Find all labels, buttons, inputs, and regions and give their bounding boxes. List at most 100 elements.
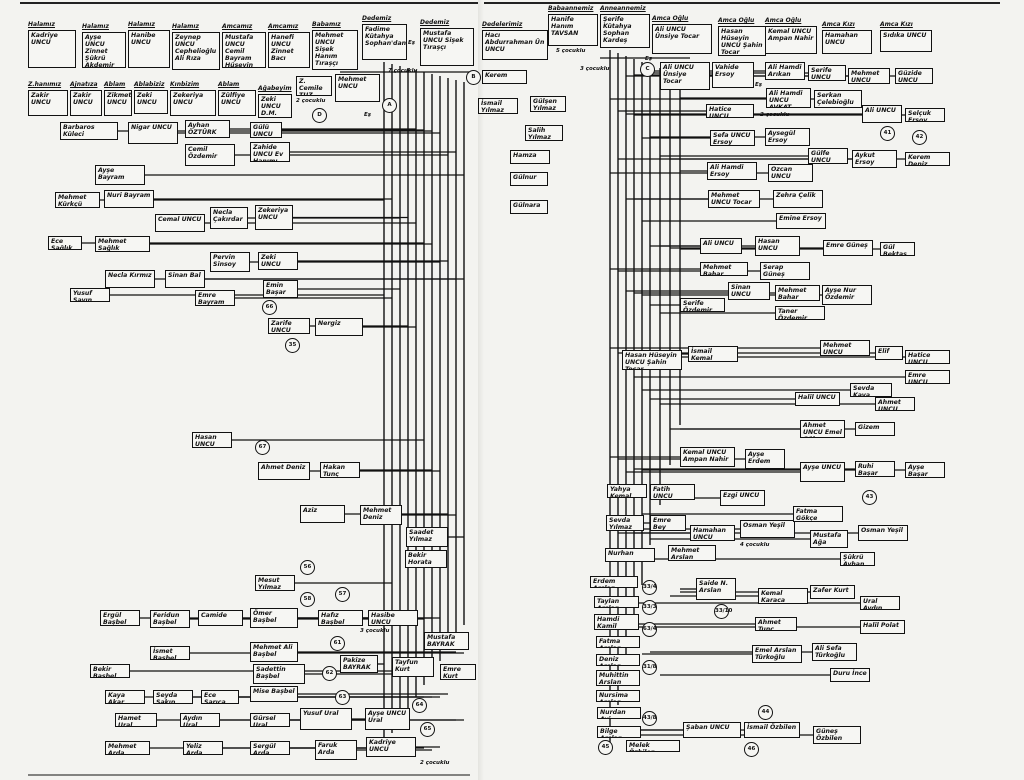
relation-label: Babamız xyxy=(312,21,341,28)
person-box: Feridun Başbel xyxy=(150,610,190,628)
person-box: Hacı Abdurrahman Ün UNCU xyxy=(482,30,548,60)
person-box: Hamdi Kamil Arslan xyxy=(594,614,639,630)
relation-label: Amca Oğlu xyxy=(718,17,755,24)
person-box: Taner Özdemir xyxy=(775,306,825,320)
person-box: Hanibe UNCU xyxy=(128,30,170,68)
person-box: Zafer Kurt xyxy=(810,585,855,599)
person-box: Saide N. Arslan xyxy=(696,578,736,600)
person-box: Ali Sefa Türkoğlu xyxy=(812,643,857,661)
person-box: Seyda Sakıp xyxy=(153,690,193,704)
person-box: Gülfe UNCU xyxy=(808,148,848,164)
person-box: Mustafa UNCU Cemil Bayram Hüseyin Zeki xyxy=(222,32,266,68)
person-box: Sefa UNCU Ersoy xyxy=(710,130,755,146)
person-box: Ayşe Başar xyxy=(905,462,945,478)
person-box: Ali Hamdi UNCU AVKAT xyxy=(766,88,811,108)
person-box: Ayşe UNCU Zinnet Şükrü Akdemir xyxy=(82,32,126,68)
person-box: Hasan Hüseyin UNCU Şahin Tocar xyxy=(718,26,766,56)
person-box: Yahya Kemal xyxy=(607,484,647,498)
person-box: Mehmet Bahar xyxy=(700,262,748,276)
person-box: Zeynep UNCU Cephelioğlu Ali Rıza xyxy=(172,32,220,70)
reference-marker: 62 xyxy=(322,666,337,681)
person-box: Aydın Ural xyxy=(180,713,220,727)
person-box: Ayşe Erdem xyxy=(745,449,785,469)
person-box: Zikmet UNCU xyxy=(104,90,132,116)
person-box: Ahmet UNCU xyxy=(875,397,915,411)
person-box: Gülnara xyxy=(510,200,548,214)
person-box: Vahide Ersoy xyxy=(712,62,754,88)
person-box: Hanife Hanım TAVSAN xyxy=(548,14,598,46)
person-box: Hasibe UNCU xyxy=(368,610,418,626)
person-box: Mehmet Kürkçü xyxy=(55,192,100,208)
relation-label: Halamız xyxy=(28,21,55,28)
person-box: Deniz Arslan xyxy=(596,654,640,666)
top-border-line xyxy=(20,2,1000,4)
person-box: Emre Güneş xyxy=(823,240,873,256)
relation-label: Halamız xyxy=(172,23,199,30)
person-box: Mehmet UNCU xyxy=(820,340,870,356)
person-box: Emre UNCU xyxy=(905,370,950,384)
person-box: Mise Başbel xyxy=(250,686,298,702)
reference-marker: C xyxy=(640,62,655,77)
person-box: Cemal UNCU xyxy=(155,214,205,232)
caption-text: 2 çocuklu xyxy=(420,760,450,766)
person-box: Zeki UNCU D.M. Ofisi xyxy=(258,94,292,118)
person-box: Serife UNCU Ersoy xyxy=(808,65,846,81)
person-box: Mehmet UNCU Tocar xyxy=(708,190,760,208)
relation-label: Z.hanımız xyxy=(28,81,62,88)
person-box: Mustafa Ağa xyxy=(810,530,848,548)
person-box: Nursima Arslan xyxy=(596,690,640,702)
person-box: Ali UNCU Ünsiye Tocar xyxy=(660,62,710,90)
person-box: Zehra Çelik xyxy=(773,190,823,208)
person-box: Nurdan Ayi xyxy=(597,707,641,719)
relation-label: Anneannemiz xyxy=(600,5,646,12)
reference-marker: 33/3 xyxy=(642,600,657,615)
reference-marker: 46 xyxy=(744,742,759,757)
person-box: Ozcan UNCU xyxy=(768,164,813,182)
person-box: Ayşe Bayram xyxy=(95,165,145,185)
relation-label: Amca Kızı xyxy=(822,21,855,28)
person-box: Sergül Arda xyxy=(250,741,290,755)
person-box: Hanefi UNCU Zinnet Bacı xyxy=(268,32,310,68)
person-box: Mehmet Sağlık xyxy=(95,236,150,252)
relation-label: Amca Kızı xyxy=(880,21,913,28)
person-box: Gül Bektaş xyxy=(880,242,915,256)
person-box: Gizem xyxy=(855,422,895,436)
person-box: Osman Yeşil xyxy=(740,520,795,538)
reference-marker: 65 xyxy=(420,722,435,737)
person-box: Hatice UNCU xyxy=(706,104,754,118)
person-box: Mehmet UNCU Tocar xyxy=(848,68,890,84)
person-box: Serap Güneş xyxy=(760,262,810,280)
reference-marker: 41 xyxy=(880,126,895,141)
reference-marker: 43 xyxy=(862,490,877,505)
person-box: Saadet Yılmaz xyxy=(406,527,448,547)
person-box: Emin Başar xyxy=(263,280,298,298)
person-box: Erdem Arslan xyxy=(590,576,638,588)
reference-marker: D xyxy=(312,108,327,123)
person-box: Sadettin Başbel xyxy=(253,664,305,684)
reference-marker: 33/4 xyxy=(642,580,657,595)
person-box: Selçuk Ersoy xyxy=(905,108,945,122)
reference-marker: 45 xyxy=(598,740,613,755)
person-box: Bekir Horata xyxy=(405,550,447,568)
caption-text: 3 çocuklu xyxy=(580,66,610,72)
person-box: Kemal Karaca xyxy=(758,588,808,604)
person-box: Gülü UNCU xyxy=(250,122,282,138)
person-box: Şükrü Ayhan xyxy=(840,552,875,566)
person-box: Ece Sarıca xyxy=(201,690,239,704)
caption-text: 5 çocuklu xyxy=(556,48,586,54)
person-box: Mehmet UNCU xyxy=(335,74,380,102)
reference-marker: 35 xyxy=(285,338,300,353)
person-box: Hakan Tunç xyxy=(320,462,360,478)
person-box: Şerife Kütahya Sophan Kardeş xyxy=(600,14,650,48)
person-box: Nigar UNCU xyxy=(128,122,178,144)
person-box: Hamza xyxy=(510,150,550,164)
person-box: Ömer Başbel xyxy=(250,608,298,628)
caption-text: Eş xyxy=(408,40,416,46)
person-box: Kemal UNCU Ampan Nahir xyxy=(765,26,817,54)
person-box: Mehmet Deniz xyxy=(360,505,402,525)
person-box: Emre Bey xyxy=(650,515,686,531)
person-box: Osman Yeşil xyxy=(858,525,908,541)
relation-label: Amca Oğlu xyxy=(765,17,802,24)
person-box: Ural Aydın xyxy=(860,596,900,610)
relation-label: Babaannemiz xyxy=(548,5,594,12)
